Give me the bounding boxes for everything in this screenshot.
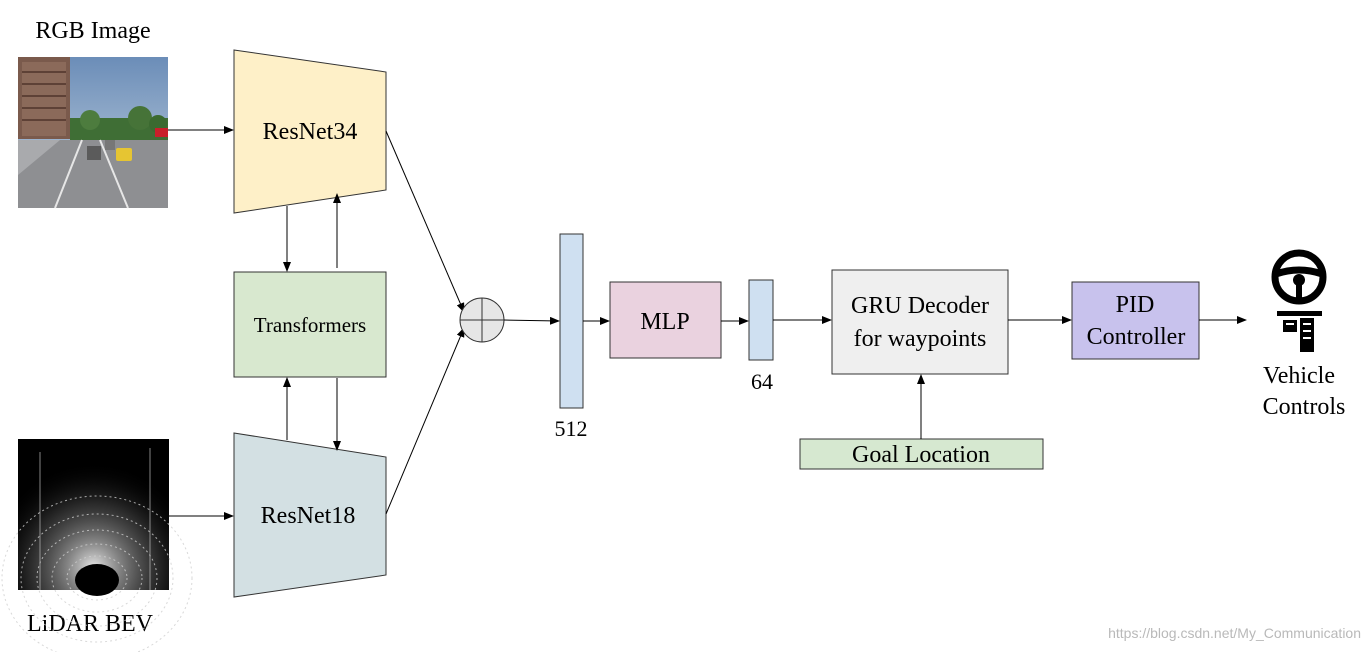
watermark: https://blog.csdn.net/My_Communication — [1108, 625, 1361, 641]
element-sum-node — [459, 297, 505, 343]
gru-decoder-label-line1: GRU Decoder — [851, 293, 989, 319]
steering-wheel-icon — [1271, 249, 1327, 305]
mlp-label: MLP — [640, 309, 689, 335]
feature-dim-64-label: 64 — [751, 369, 773, 394]
transformers-label: Transformers — [254, 313, 366, 337]
pid-label-line2: Controller — [1087, 324, 1186, 350]
gru-decoder-label-line2: for waypoints — [854, 326, 987, 352]
rgb-image-label: RGB Image — [35, 18, 150, 44]
lidar-bev-thumbnail — [1, 439, 193, 652]
resnet34-to-sum-arrow — [385, 130, 465, 313]
pedals-icon — [1277, 311, 1322, 352]
resnet34-encoder — [233, 49, 387, 214]
gru-decoder-box — [831, 269, 1009, 375]
goal-location-box — [799, 438, 1044, 470]
sum-to-512-arrow — [503, 316, 560, 325]
vehicle-controls-label-line1: Vehicle — [1263, 363, 1335, 389]
transformers-box — [233, 271, 387, 378]
resnet34-label: ResNet34 — [263, 119, 358, 145]
feature-bar-512 — [559, 233, 584, 409]
resnet18-label: ResNet18 — [261, 503, 356, 529]
rgb-image-thumbnail — [18, 57, 168, 209]
mlp-box — [609, 281, 722, 359]
vehicle-controls-label-line2: Controls — [1263, 394, 1346, 420]
goal-location-label: Goal Location — [852, 442, 990, 468]
pid-label-line1: PID — [1116, 292, 1155, 318]
pid-controller-box — [1071, 281, 1200, 360]
resnet18-to-sum-arrow — [385, 327, 465, 515]
feature-dim-512-label: 512 — [555, 416, 588, 441]
feature-bar-64 — [748, 279, 774, 361]
lidar-bev-label: LiDAR BEV — [27, 611, 154, 637]
